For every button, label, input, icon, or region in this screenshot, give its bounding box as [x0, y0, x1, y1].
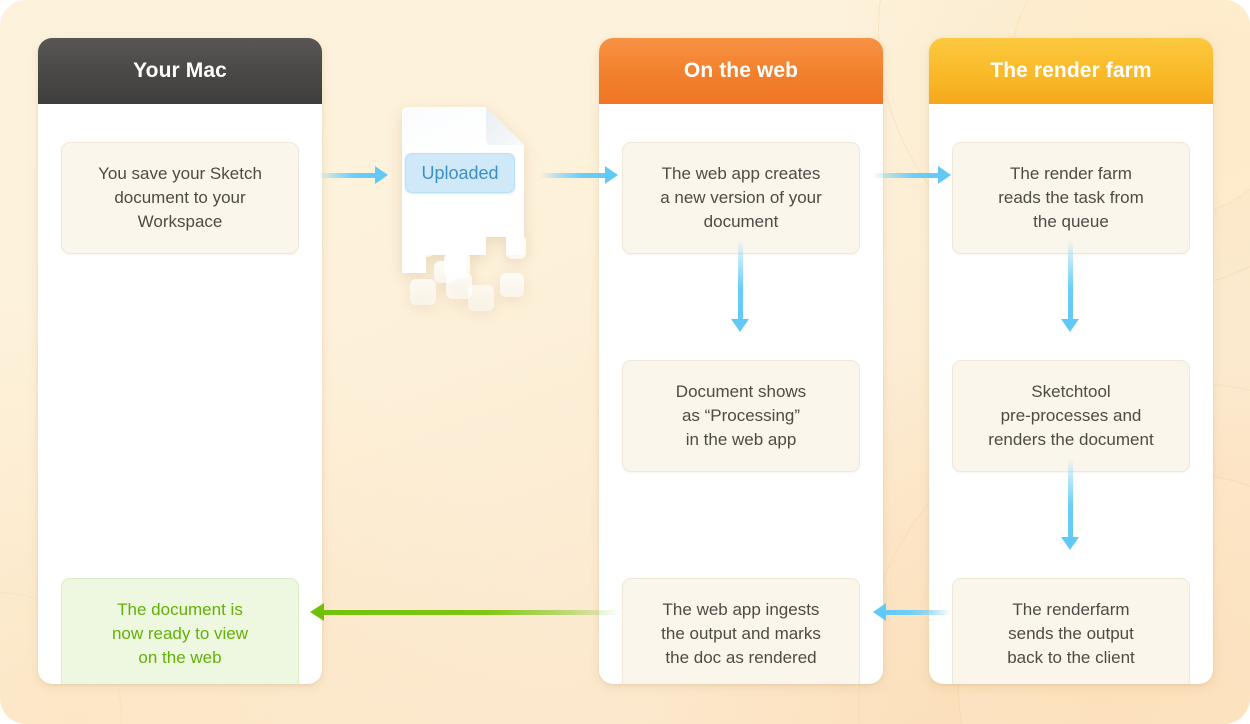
step-text: Sketchtool pre-processes and renders the… [988, 382, 1154, 449]
step-box-read-queue: The render farm reads the task from the … [952, 142, 1190, 254]
step-text: The web app ingests the output and marks… [661, 600, 821, 667]
arrow-web-to-mac-ready [310, 603, 620, 621]
step-text: The render farm reads the task from the … [998, 164, 1144, 231]
arrow-shaft [322, 610, 620, 615]
arrow-shaft [318, 173, 377, 178]
step-text: The renderfarm sends the output back to … [1007, 600, 1135, 667]
uploading-document-icon [402, 107, 526, 311]
step-box-send-output: The renderfarm sends the output back to … [952, 578, 1190, 684]
arrow-head [375, 166, 388, 184]
step-box-ingest-output: The web app ingests the output and marks… [622, 578, 860, 684]
column-header-your-mac: Your Mac [38, 38, 322, 104]
step-text: The web app creates a new version of you… [660, 164, 822, 231]
uploaded-badge: Uploaded [405, 153, 515, 193]
step-box-save-doc: You save your Sketch document to your Wo… [61, 142, 299, 254]
arrow-shaft [540, 173, 607, 178]
step-box-new-version: The web app creates a new version of you… [622, 142, 860, 254]
step-box-ready-to-view: The document is now ready to view on the… [61, 578, 299, 684]
step-text: The document is now ready to view on the… [111, 600, 249, 667]
column-body-your-mac: You save your Sketch document to your Wo… [38, 104, 322, 684]
column-on-the-web: On the web The web app creates a new ver… [599, 38, 883, 684]
column-header-on-the-web: On the web [599, 38, 883, 104]
column-your-mac: Your Mac You save your Sketch document t… [38, 38, 322, 684]
uploading-document-graphic: Uploaded [394, 105, 526, 313]
step-box-sketchtool: Sketchtool pre-processes and renders the… [952, 360, 1190, 472]
column-header-render-farm: The render farm [929, 38, 1213, 104]
column-body-on-the-web: The web app creates a new version of you… [599, 104, 883, 684]
uploaded-badge-label: Uploaded [421, 162, 499, 183]
column-render-farm: The render farm The render farm reads th… [929, 38, 1213, 684]
step-box-processing: Document shows as “Processing” in the we… [622, 360, 860, 472]
step-text: You save your Sketch document to your Wo… [98, 164, 262, 231]
arrow-mac-to-document [318, 166, 388, 184]
step-text: Document shows as “Processing” in the we… [675, 382, 807, 449]
column-body-render-farm: The render farm reads the task from the … [929, 104, 1213, 684]
